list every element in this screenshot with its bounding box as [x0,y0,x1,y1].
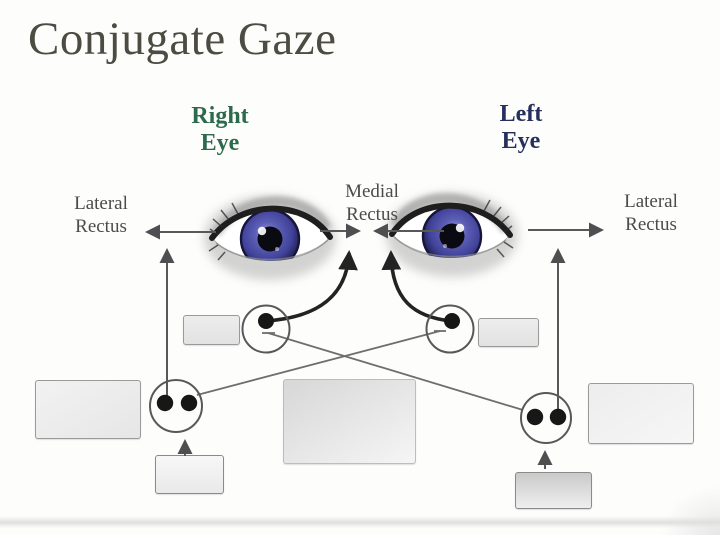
blank-box-mid-right [478,318,539,347]
right-eye-label-line2: Eye [200,130,240,156]
medial-rectus-line1: Medial [345,181,399,202]
corner-shading [660,485,720,535]
medial-rectus-line2: Rectus [346,204,398,225]
lateral-rectus-right-line1: Lateral [624,191,678,212]
left-eye-label: Left Eye [466,101,576,155]
lateral-rectus-left-line2: Rectus [75,216,127,237]
oculomotor-nucleus-circle-right [425,304,475,354]
lateral-rectus-right-line2: Rectus [625,214,677,235]
blank-box-lower-left [35,380,141,439]
nucleus-dot [549,408,567,426]
nucleus-dot [444,313,460,329]
lateral-rectus-right-label: Lateral Rectus [596,190,706,236]
crossing-fiber-right-to-left [196,330,446,396]
nucleus-dot [526,408,544,426]
medial-rectus-label: Medial Rectus [317,180,427,226]
abducens-nucleus-circle-left [149,379,203,433]
blank-box-bottom-left [155,455,224,494]
left-eye-label-line1: Left [499,101,543,127]
medial-rectus-fiber-right-eye [264,250,358,323]
slide-bottom-shading [0,516,720,528]
blank-box-bottom-right [515,472,592,509]
right-eye-label: Right Eye [165,103,275,157]
nucleus-dot [258,313,274,329]
right-eye-label-line1: Right [191,103,249,129]
nucleus-dot [180,394,198,412]
slide-title: Conjugate Gaze [28,13,337,65]
medial-rectus-fiber-left-eye [381,250,453,323]
blank-box-center [283,379,416,464]
left-eye-label-line2: Eye [501,128,541,154]
nucleus-dot [156,394,174,412]
lateral-rectus-left-label: Lateral Rectus [46,192,156,238]
oculomotor-nucleus-circle-left [241,304,291,354]
blank-box-lower-right [588,383,694,444]
abducens-nucleus-circle-right [520,392,572,444]
crossing-fiber-left-to-right [262,332,524,411]
lateral-rectus-left-line1: Lateral [74,193,128,214]
blank-box-mid-left [183,315,240,345]
